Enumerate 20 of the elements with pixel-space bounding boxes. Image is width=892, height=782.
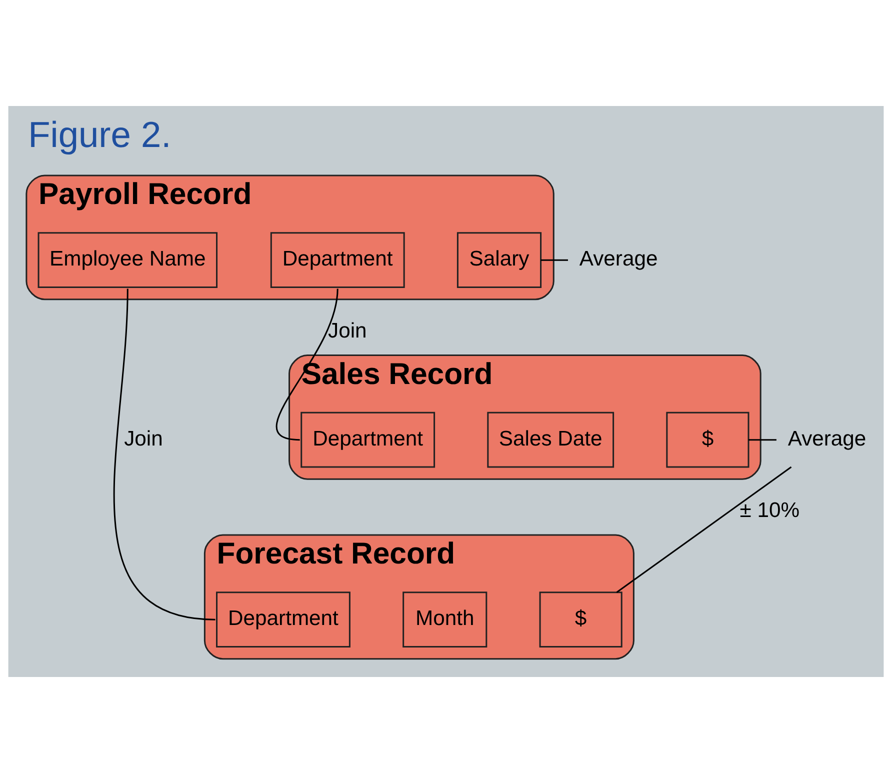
node-text: Average bbox=[788, 426, 866, 450]
edge-label: ± 10% bbox=[740, 498, 800, 522]
node-box: Department bbox=[300, 411, 436, 468]
connector bbox=[748, 438, 776, 440]
node-text: Average bbox=[579, 247, 658, 270]
node-box: Employee Name bbox=[38, 232, 218, 288]
connector bbox=[276, 288, 338, 440]
node-box: $ bbox=[666, 411, 750, 468]
node-box: $ bbox=[539, 591, 622, 648]
diagram-title: Figure 2. bbox=[28, 114, 172, 155]
node-box: Sales Date bbox=[487, 411, 614, 468]
node-box: Department bbox=[270, 232, 405, 288]
connector bbox=[616, 466, 792, 592]
connector bbox=[540, 258, 568, 260]
node-box: Department bbox=[216, 591, 350, 648]
edge-label: Join bbox=[328, 318, 367, 342]
node-box: Month bbox=[402, 591, 488, 648]
node-box: Salary bbox=[456, 232, 542, 288]
edge-label: Join bbox=[124, 426, 163, 450]
connector bbox=[114, 288, 216, 620]
